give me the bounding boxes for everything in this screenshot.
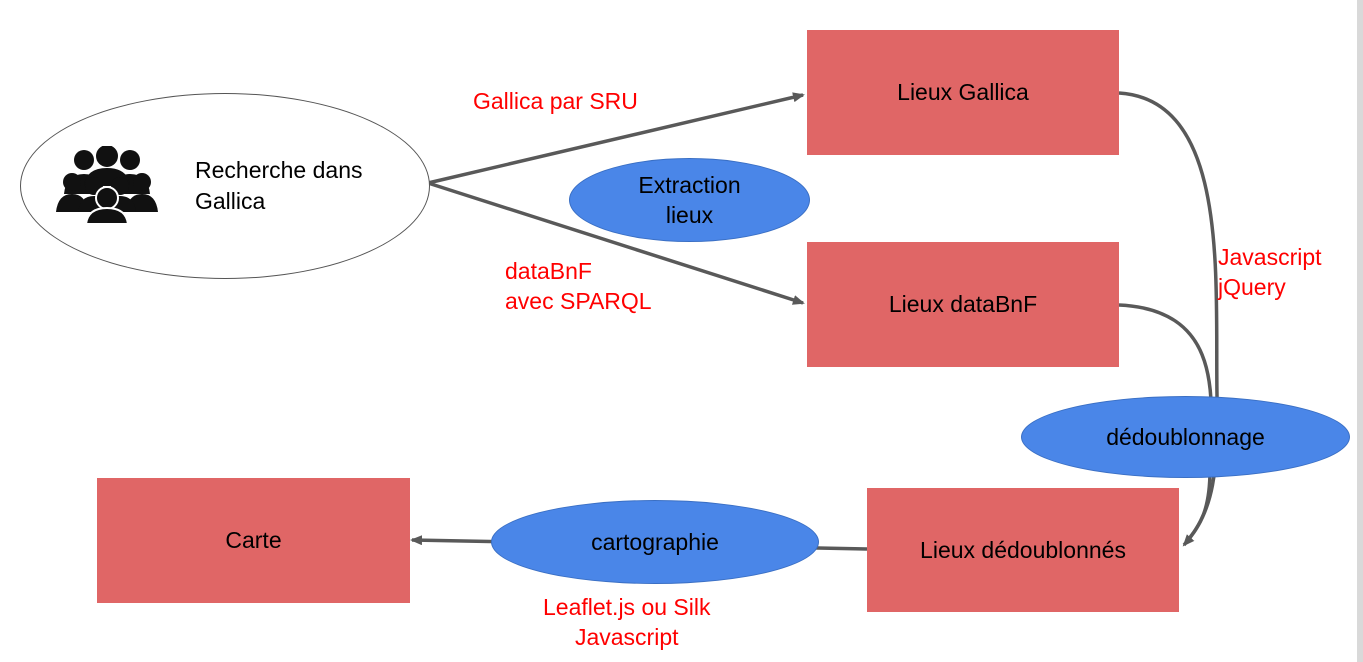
edge-to-lieux-gallica — [427, 92, 805, 185]
lieux-dedoublonnes-box: Lieux dédoublonnés — [867, 488, 1179, 612]
lieux-gallica-box: Lieux Gallica — [807, 30, 1119, 155]
label-gallica-sru: Gallica par SRU — [473, 88, 638, 114]
carte-label: Carte — [225, 527, 282, 553]
source-node-label: Recherche dans Gallica — [195, 157, 363, 214]
dedoublonnage-label: dédoublonnage — [1106, 424, 1265, 450]
cartographie-label: cartographie — [591, 529, 719, 555]
lieux-gallica-label: Lieux Gallica — [897, 79, 1029, 105]
carte-box: Carte — [97, 478, 410, 603]
extraction-label: Extraction lieux — [638, 172, 741, 228]
dedoublonnage-oval: dédoublonnage — [1021, 396, 1350, 478]
label-leaflet-silk: Leaflet.js ou Silk Javascript — [543, 594, 711, 650]
cartographie-oval: cartographie — [491, 500, 819, 584]
lieux-databnf-label: Lieux dataBnF — [888, 291, 1038, 317]
label-javascript-jquery: Javascript jQuery — [1218, 244, 1322, 300]
lieux-databnf-box: Lieux dataBnF — [807, 242, 1119, 367]
edge-to-lieux-databnf — [427, 181, 805, 305]
label-databnf-sparql: dataBnF avec SPARQL — [505, 258, 652, 314]
lieux-dedoublonnes-label: Lieux dédoublonnés — [920, 536, 1126, 563]
people-group-icon — [56, 146, 158, 224]
extraction-oval: Extraction lieux — [569, 158, 810, 242]
right-edge-border — [1357, 0, 1363, 662]
